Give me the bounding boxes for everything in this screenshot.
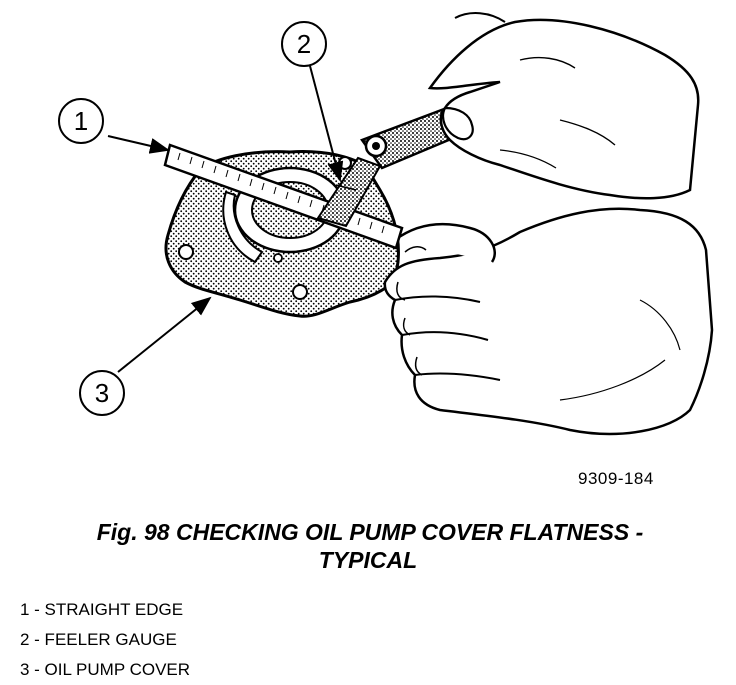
caption-line-1: Fig. 98 CHECKING OIL PUMP COVER FLATNESS… bbox=[96, 519, 644, 545]
svg-text:2: 2 bbox=[297, 29, 311, 59]
legend-item: 3 - OIL PUMP COVER bbox=[20, 660, 191, 679]
legend-item: 1 - STRAIGHT EDGE bbox=[20, 600, 184, 619]
bolt-hole bbox=[338, 156, 352, 170]
figure-caption: Fig. 98 CHECKING OIL PUMP COVER FLATNESS… bbox=[0, 518, 736, 574]
technical-illustration: 1 2 3 bbox=[58, 12, 714, 436]
crescent-groove bbox=[222, 190, 264, 264]
upper-hand bbox=[427, 12, 700, 200]
lower-hand bbox=[383, 207, 714, 436]
bolt-hole bbox=[292, 284, 308, 300]
callout-2: 2 bbox=[281, 21, 327, 67]
leader-line-2 bbox=[309, 65, 344, 182]
thumb bbox=[394, 222, 496, 263]
svg-text:1: 1 bbox=[74, 106, 88, 136]
figure-id: 9309-184 bbox=[578, 469, 654, 488]
callout-3: 3 bbox=[79, 370, 125, 416]
caption-line-2: TYPICAL bbox=[318, 547, 418, 573]
index-finger-tip bbox=[441, 106, 474, 141]
legend-item: 2 - FEELER GAUGE bbox=[20, 630, 177, 649]
callout-1: 1 bbox=[58, 98, 104, 144]
bolt-hole bbox=[178, 244, 194, 260]
leader-line-1 bbox=[107, 135, 170, 154]
svg-text:3: 3 bbox=[95, 378, 109, 408]
legend-list: 1 - STRAIGHT EDGE 2 - FEELER GAUGE 3 - O… bbox=[20, 595, 190, 685]
leader-line-3 bbox=[117, 296, 212, 373]
